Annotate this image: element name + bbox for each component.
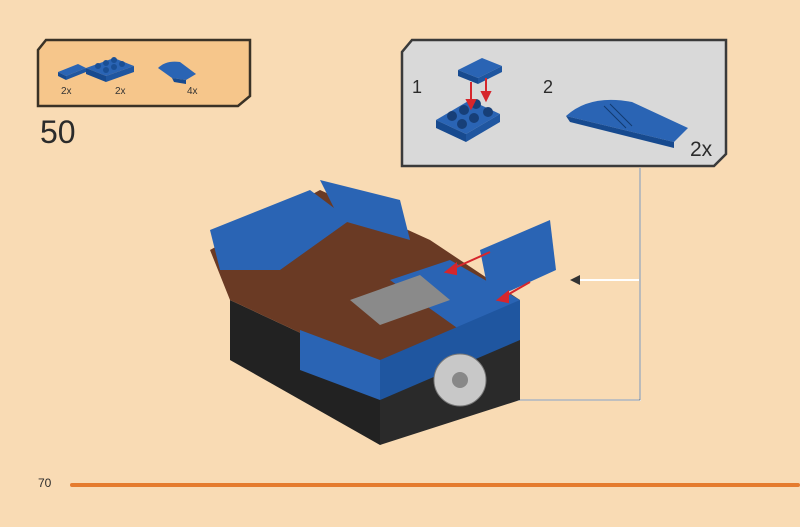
parts-list-box: [36, 38, 252, 108]
plate-2x3-icon: [86, 57, 134, 82]
arrow-left-icon: [570, 275, 580, 285]
substep-number: 2: [543, 77, 554, 97]
substep-number: 1: [412, 77, 423, 97]
placement-arrow-icon: [443, 251, 531, 304]
subassembly-box: [400, 38, 728, 168]
part-qty: 2x: [61, 86, 72, 97]
part-qty: 4x: [187, 86, 198, 97]
part-qty: 2x: [115, 86, 126, 97]
curved-slope-callout-part: [480, 220, 556, 300]
subassembly-multiplier: 2x: [690, 138, 713, 161]
model-illustration: [210, 180, 556, 445]
step-number: 50: [40, 114, 76, 150]
curved-slope-assembly-illustration: [566, 99, 688, 148]
jumper-plate-icon: [58, 64, 86, 80]
plate-2x3-illustration: [436, 99, 500, 142]
jumper-plate-illustration: [458, 58, 502, 84]
footer-rule: [70, 483, 800, 487]
page-number: 70: [38, 476, 52, 490]
down-arrow-icon: [465, 78, 492, 111]
curved-slope-icon: [158, 61, 196, 84]
